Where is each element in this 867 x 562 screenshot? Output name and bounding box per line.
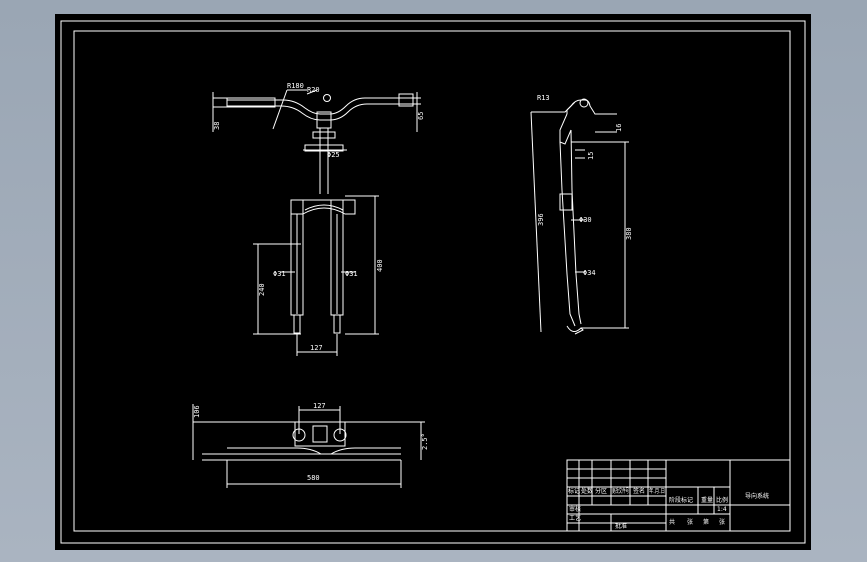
- cell-process: 工艺: [569, 514, 581, 522]
- cell-total: 共: [669, 518, 675, 526]
- cad-viewport[interactable]: R180 R20 38 65 Φ25 240 400 Φ31 Φ31 127 R…: [55, 14, 811, 550]
- dim-16: 16: [615, 124, 623, 132]
- dim-d30: Φ30: [579, 216, 592, 224]
- dim-106: 106: [193, 405, 201, 418]
- cell-ratio: 比例: [716, 496, 728, 504]
- title-text: 导向系统: [745, 492, 769, 500]
- dim-angle: 2.5°: [421, 433, 429, 450]
- cell-mark: 标记: [568, 487, 580, 495]
- cell-sheet-b: 张: [719, 518, 725, 526]
- cell-sign: 签名: [633, 487, 645, 495]
- dim-240: 240: [258, 283, 266, 296]
- dim-d31-left: Φ31: [273, 270, 286, 278]
- cell-stage: 阶段标记: [669, 496, 693, 504]
- dim-65: 65: [417, 112, 425, 120]
- front-view: R180 R20 38 65 Φ25 240 400 Φ31 Φ31 127: [212, 82, 425, 356]
- dim-38: 38: [213, 122, 221, 130]
- cell-nth: 第: [703, 518, 709, 526]
- cell-weight: 重量: [701, 496, 713, 504]
- cell-count: 处数: [581, 487, 593, 495]
- inner-frame: [73, 30, 791, 532]
- dim-15: 15: [587, 152, 595, 160]
- cell-date: 年.月.日: [649, 487, 665, 495]
- title-block: 导向系统 1:4 审核 工艺 批准 标记 处数 分区 更改文件号 签名 年.月.…: [566, 459, 791, 532]
- cad-drawing: R180 R20 38 65 Φ25 240 400 Φ31 Φ31 127 R…: [60, 20, 806, 544]
- scale-text: 1:4: [717, 506, 727, 513]
- dim-stem-dia: Φ25: [327, 151, 340, 159]
- dim-127-top: 127: [313, 402, 326, 410]
- dim-400: 400: [376, 259, 384, 272]
- dim-127-front: 127: [310, 344, 323, 352]
- dim-d34: Φ34: [583, 269, 596, 277]
- cell-zone: 分区: [595, 487, 607, 495]
- dim-r13: R13: [537, 94, 550, 102]
- dim-580: 580: [307, 474, 320, 482]
- outer-frame: [60, 20, 806, 544]
- top-view: 127 106 2.5° 580: [192, 402, 429, 488]
- dim-r180: R180: [287, 82, 304, 90]
- dim-380: 380: [625, 227, 633, 240]
- cell-audit: 审核: [569, 505, 581, 513]
- dim-r20: R20: [307, 86, 320, 94]
- cell-approve: 批准: [615, 522, 627, 530]
- dim-d31-right: Φ31: [345, 270, 358, 278]
- cell-change-doc: 更改文件号: [612, 487, 629, 495]
- dim-396: 396: [537, 213, 545, 226]
- cell-sheet-a: 张: [687, 518, 693, 526]
- side-view: R13 16 15 Φ30 Φ34 396 380: [530, 94, 633, 335]
